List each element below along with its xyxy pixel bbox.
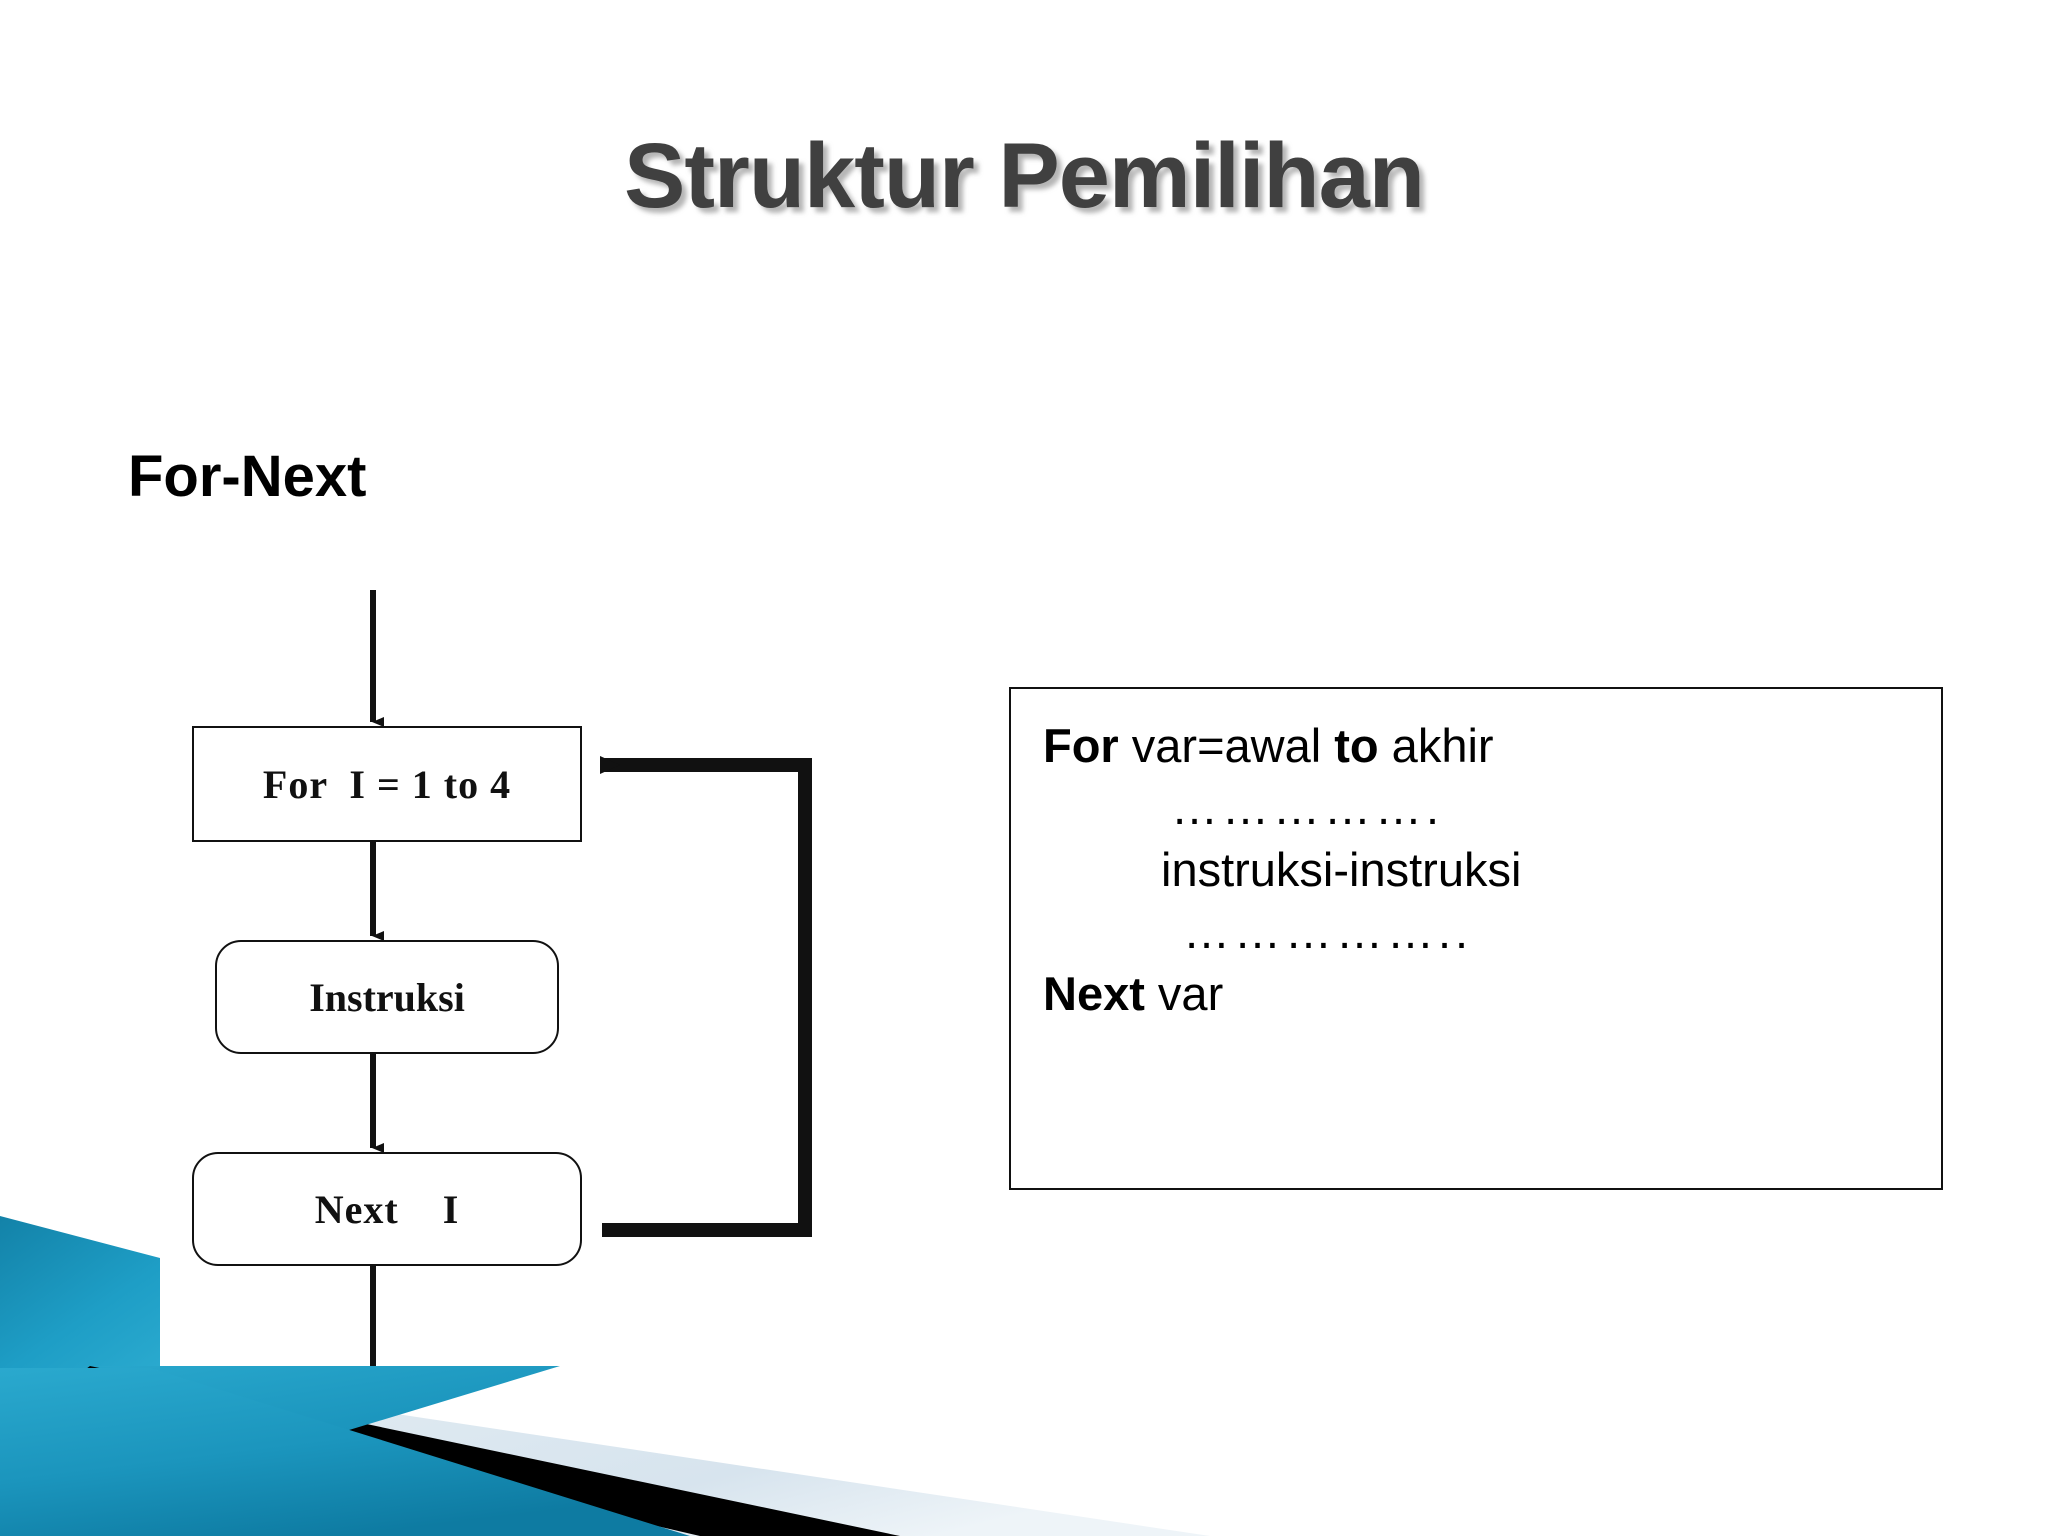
- flowchart-diagram: For I = 1 to 4 Instruksi Next I: [0, 0, 1000, 1536]
- syntax-line1-tail: akhir: [1378, 719, 1494, 772]
- syntax-keyword-to: to: [1334, 719, 1379, 772]
- syntax-ellipsis-top: …………….: [1171, 781, 1444, 835]
- syntax-line-next: Next var: [1043, 963, 1921, 1025]
- syntax-code-block: For var=awal to akhir ……………. instruksi-i…: [1043, 715, 1921, 1025]
- flowchart-node-for: For I = 1 to 4: [192, 726, 582, 842]
- syntax-panel: For var=awal to akhir ……………. instruksi-i…: [1009, 687, 1943, 1190]
- edge-loop-back: [600, 756, 812, 1237]
- syntax-line5-tail: var: [1144, 967, 1224, 1021]
- syntax-keyword-next: Next: [1043, 967, 1145, 1021]
- syntax-line-for: For var=awal to akhir: [1043, 715, 1921, 777]
- syntax-line1-mid: var=awal: [1118, 719, 1335, 772]
- syntax-line-instruksi: instruksi-instruksi: [1161, 843, 1522, 897]
- syntax-keyword-for: For: [1043, 719, 1119, 772]
- page-title: Struktur Pemilihan: [624, 125, 1425, 227]
- section-heading-for-next: For-Next: [128, 444, 367, 509]
- flowchart-node-next: Next I: [192, 1152, 582, 1266]
- flowchart-node-instruksi: Instruksi: [215, 940, 559, 1054]
- syntax-ellipsis-bottom: ……………..: [1183, 905, 1473, 959]
